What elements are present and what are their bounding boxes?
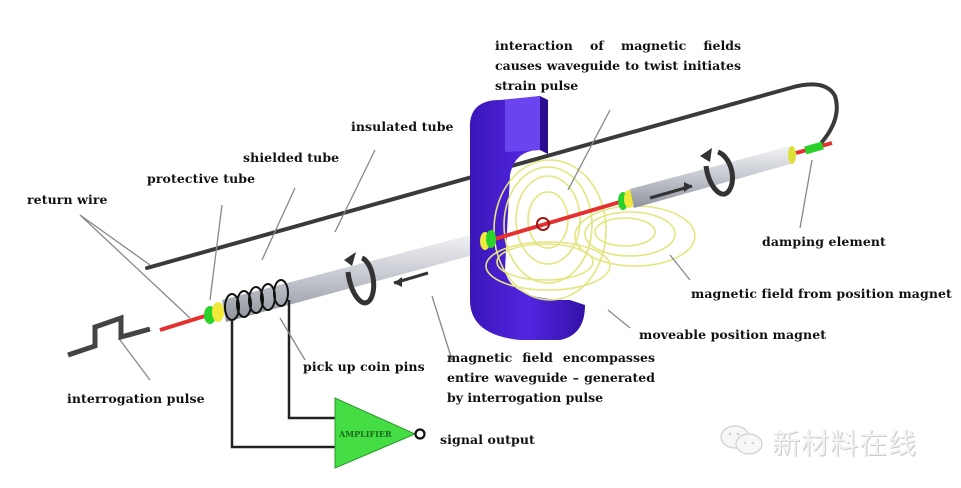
- label-moveable-magnet: moveable position magnet: [639, 327, 827, 342]
- coil-leads: [230, 300, 335, 449]
- field-encompasses-note: magnetic field encompasses entire wavegu…: [447, 348, 655, 408]
- magnet-collars: [480, 190, 634, 250]
- label-protective-tube: protective tube: [147, 171, 256, 186]
- twist-arrow-left: [344, 252, 429, 306]
- position-magnet: [469, 96, 585, 340]
- twist-arrow-right: [649, 148, 735, 200]
- damping-element: [795, 141, 833, 155]
- interaction-line-2: causes waveguide to twist initiates: [495, 58, 741, 73]
- leader-lines: [79, 109, 813, 381]
- label-damping-element: damping element: [762, 234, 886, 249]
- wechat-icon: [718, 424, 768, 462]
- label-return-wire: return wire: [27, 192, 108, 207]
- interrogation-pulse-waveform: [67, 314, 151, 358]
- watermark-text: 新材料在线: [772, 427, 918, 460]
- insulated-tube-right: [630, 146, 796, 208]
- waveguide-center: [487, 200, 621, 243]
- left-end-cap: [204, 302, 224, 324]
- label-pick-up-coin-pins: pick up coin pins: [303, 359, 425, 374]
- field-note-line-3: by interrogation pulse: [447, 390, 604, 405]
- amplifier: AMPLIFIER: [334, 397, 426, 469]
- field-note-line-2: entire waveguide – generated: [447, 370, 655, 385]
- waveguide-left: [159, 314, 206, 332]
- interaction-line-3: strain pulse: [495, 78, 579, 93]
- magnetic-field-lines: [485, 159, 696, 301]
- signal-output-terminal: [414, 428, 426, 440]
- field-note-line-1: magnetic field encompasses: [447, 350, 655, 365]
- interaction-line-1: interaction of magnetic fields: [495, 38, 741, 53]
- label-interrogation-pulse: interrogation pulse: [67, 391, 205, 406]
- amplifier-label: AMPLIFIER: [338, 429, 392, 439]
- label-shielded-tube: shielded tube: [243, 150, 340, 165]
- interaction-note: interaction of magnetic fields causes wa…: [495, 36, 741, 96]
- label-magnetic-field-from-magnet: magnetic field from position magnet: [691, 286, 952, 301]
- label-insulated-tube: insulated tube: [351, 119, 454, 134]
- label-signal-output: signal output: [440, 432, 535, 447]
- return-wire: [145, 82, 839, 270]
